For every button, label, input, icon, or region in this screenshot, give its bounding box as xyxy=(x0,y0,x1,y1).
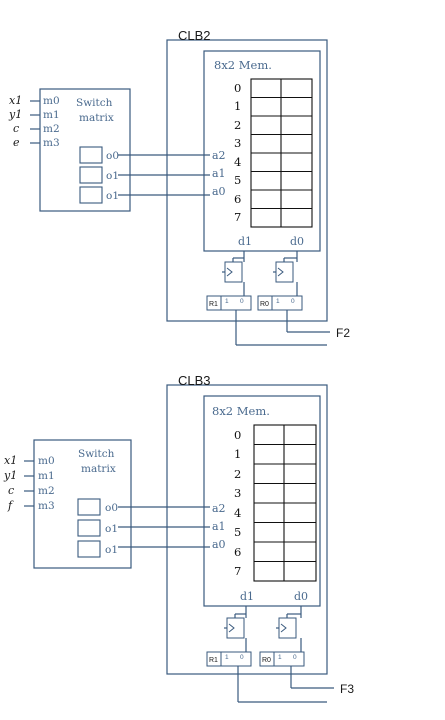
switch-input-label: m2 xyxy=(43,123,60,135)
memory-box xyxy=(203,50,321,252)
switch-output-label: o0 xyxy=(105,502,118,514)
address-label: a2 xyxy=(212,502,226,515)
register-label: R1 xyxy=(209,301,218,308)
switch-input-label: m1 xyxy=(43,109,60,121)
row-index: 1 xyxy=(234,447,241,461)
flip-flop-r0 xyxy=(273,257,298,296)
switch-title: Switch xyxy=(78,448,115,460)
clb-box xyxy=(166,384,328,675)
svg-text:0: 0 xyxy=(291,298,295,305)
svg-text:0: 0 xyxy=(293,654,297,661)
row-index: 4 xyxy=(234,506,241,520)
switch-output-label: o1 xyxy=(106,170,119,182)
row-index: 0 xyxy=(234,428,241,442)
clb-box xyxy=(166,39,328,322)
row-index: 2 xyxy=(234,118,241,132)
clb-label: CLB2 xyxy=(178,28,211,43)
memory-grid xyxy=(250,78,313,228)
row-index: 3 xyxy=(234,136,241,150)
data-label: d0 xyxy=(294,590,308,603)
row-index: 6 xyxy=(234,545,241,559)
switch-input-label: m0 xyxy=(43,95,60,107)
row-index: 5 xyxy=(234,173,241,187)
external-input-label: x1 xyxy=(9,94,22,107)
svg-text:0: 0 xyxy=(240,654,244,661)
output-label: F2 xyxy=(336,326,350,340)
data-label: d1 xyxy=(238,235,252,248)
address-label: a0 xyxy=(212,538,226,551)
external-input-label: c xyxy=(8,484,14,497)
row-index: 3 xyxy=(234,486,241,500)
memory-box xyxy=(203,395,321,607)
clb2-diagram: CLB2 8x2 Mem. 0 1 2 3 4 5 6 7 xyxy=(8,28,350,346)
switch-input-label: m3 xyxy=(38,500,55,512)
svg-text:1: 1 xyxy=(225,654,229,661)
svg-text:0: 0 xyxy=(240,298,244,305)
row-index: 6 xyxy=(234,192,241,206)
row-index: 5 xyxy=(234,525,241,539)
external-input-label: e xyxy=(13,136,20,149)
row-index: 4 xyxy=(234,155,241,169)
external-input-label: x1 xyxy=(4,454,17,467)
flip-flop-r1 xyxy=(222,257,245,296)
row-index: 7 xyxy=(234,210,241,224)
row-index: 1 xyxy=(234,99,241,113)
external-input-label: f xyxy=(7,499,14,512)
switch-output-label: o1 xyxy=(105,544,118,556)
address-label: a0 xyxy=(212,185,226,198)
register-label: R1 xyxy=(209,657,218,664)
switch-input-label: m0 xyxy=(38,455,55,467)
memory-title: 8x2 Mem. xyxy=(214,58,272,72)
data-label: d0 xyxy=(290,235,304,248)
output-label: F3 xyxy=(340,682,354,696)
clb-label: CLB3 xyxy=(178,373,211,388)
svg-text:1: 1 xyxy=(276,298,280,305)
switch-output-label: o1 xyxy=(105,523,118,535)
data-label: d1 xyxy=(240,590,254,603)
memory-title: 8x2 Mem. xyxy=(212,404,270,418)
switch-title: matrix xyxy=(81,463,116,475)
flip-flop-r1 xyxy=(224,613,247,652)
switch-input-label: m2 xyxy=(38,485,55,497)
row-index: 2 xyxy=(234,467,241,481)
register-label: R0 xyxy=(260,301,269,308)
external-input-label: y1 xyxy=(3,469,17,482)
flip-flop-r0 xyxy=(276,613,302,652)
switch-output-label: o1 xyxy=(106,190,119,202)
switch-title: matrix xyxy=(79,112,114,124)
address-label: a2 xyxy=(212,149,226,162)
row-index: 0 xyxy=(234,81,241,95)
row-index: 7 xyxy=(234,564,241,578)
svg-text:1: 1 xyxy=(225,298,229,305)
switch-matrix-box xyxy=(33,439,132,569)
switch-input-label: m3 xyxy=(43,137,60,149)
external-input-label: y1 xyxy=(8,108,22,121)
external-input-label: c xyxy=(13,122,19,135)
address-label: a1 xyxy=(212,520,226,533)
address-label: a1 xyxy=(212,167,226,180)
switch-input-label: m1 xyxy=(38,470,55,482)
memory-grid xyxy=(253,424,317,582)
register-label: R0 xyxy=(262,657,271,664)
switch-matrix-box xyxy=(39,88,131,212)
clb3-diagram: CLB3 8x2 Mem. 0 1 2 3 4 5 6 7 a2 a1 a xyxy=(3,373,354,703)
switch-output-label: o0 xyxy=(106,150,119,162)
svg-text:1: 1 xyxy=(278,654,282,661)
switch-title: Switch xyxy=(76,97,113,109)
